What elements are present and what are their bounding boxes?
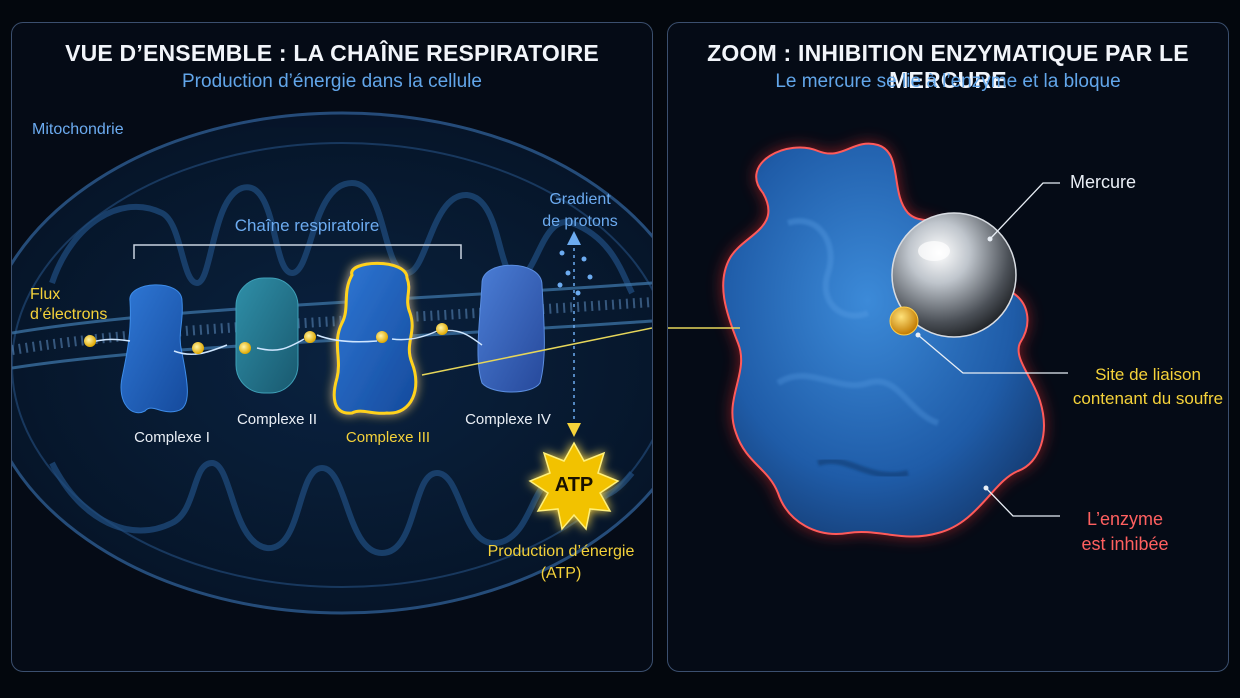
enzyme-shape [722, 142, 1045, 538]
mitochondria-illustration [12, 111, 652, 615]
complex-iv-label: Complexe IV [465, 411, 551, 428]
zoom-title: ZOOM : INHIBITION ENZYMATIQUE PAR LE MER… [707, 40, 1189, 93]
binding-site-leader-line [917, 334, 1068, 374]
complex-ii-label: Complexe II [236, 411, 318, 428]
mitochondria-outer-membrane [12, 111, 652, 615]
complex-i-label: Complexe I [134, 429, 210, 446]
energy-production-label: Production d’énergie (ATP) [487, 543, 635, 582]
atp-label: ATP [554, 474, 594, 496]
complex-i-shape [120, 284, 188, 414]
complex-ii-shape [235, 277, 299, 394]
proton-gradient-label: Gradient de protons [542, 191, 618, 230]
enzyme-inhibited-label: L’enzyme est inhibée [1081, 509, 1169, 554]
electron-flow-label: Flux d’électrons [30, 286, 108, 323]
mercury-label: Mercure [1070, 172, 1137, 192]
enzyme-illustration [668, 142, 1068, 538]
complex-iv-shape [477, 264, 545, 393]
mercury-leader-line [989, 182, 1060, 240]
overview-panel: VUE D’ENSEMBLE : LA CHAÎNE RESPIRATOIRE … [11, 22, 653, 672]
complex-iii-label: Complexe III [345, 429, 431, 446]
chain-label: Chaîne respiratoire [234, 216, 380, 235]
zoom-connector-line [421, 327, 652, 376]
overview-title: VUE D’ENSEMBLE : LA CHAÎNE RESPIRATOIRE [65, 40, 599, 66]
electron-dot [84, 335, 96, 347]
atp-starburst [528, 441, 620, 531]
binding-site-label: Site de liaison contenant du soufre [1072, 365, 1224, 408]
mitochondria-label: Mitochondrie [32, 121, 124, 138]
complex-iii-shape [332, 261, 418, 415]
enzyme-leader-line [985, 487, 1060, 517]
overview-subtitle: Production d’énergie dans la cellule [182, 71, 482, 92]
sulfur-binding-site [889, 306, 919, 336]
chain-bracket [133, 244, 462, 259]
zoom-subtitle: Le mercure se lie à l’enzyme et la bloqu… [775, 71, 1121, 92]
zoom-panel: ZOOM : INHIBITION ENZYMATIQUE PAR LE MER… [667, 22, 1229, 672]
